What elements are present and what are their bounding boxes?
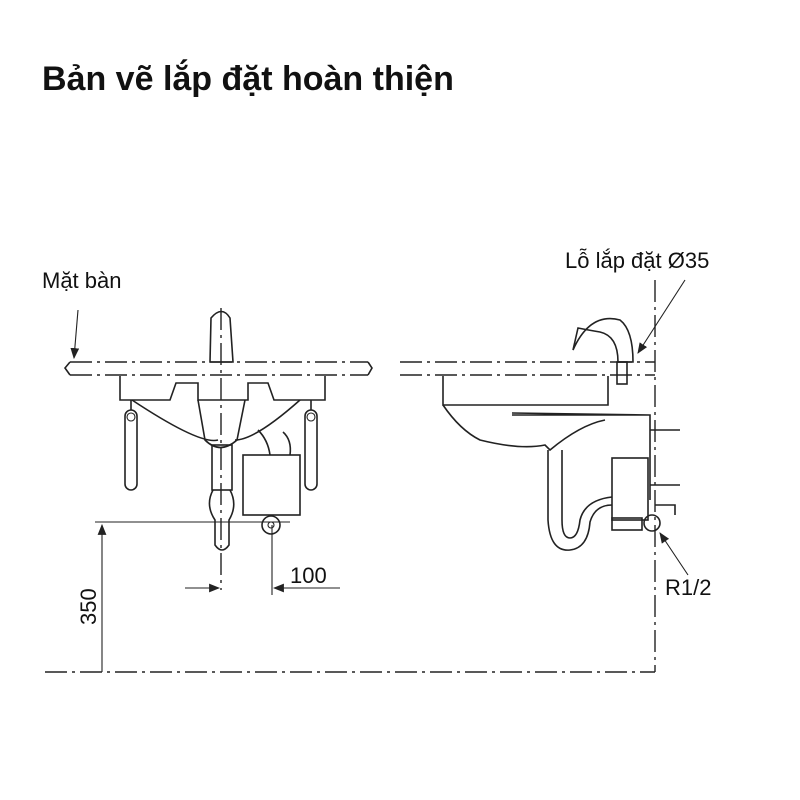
page-title: Bản vẽ lắp đặt hoàn thiện — [42, 60, 454, 98]
faucet-side — [572, 317, 634, 363]
thread-label: R1/2 — [665, 575, 711, 600]
front-view — [63, 308, 373, 672]
dim-height-label: 350 — [76, 588, 101, 625]
p-trap — [547, 450, 613, 551]
mounting-hole-label: Lỗ lắp đặt Ø35 — [565, 248, 709, 273]
mounting-hole-arrow — [637, 279, 686, 354]
control-box-side — [611, 457, 649, 521]
bracket-left — [124, 400, 138, 491]
countertop-arrow — [70, 309, 80, 360]
faucet-front — [209, 310, 234, 363]
thread-arrow — [659, 532, 689, 576]
countertop-line-side — [400, 361, 655, 376]
countertop-label: Mặt bàn — [42, 268, 122, 293]
countertop-line — [70, 361, 368, 376]
bracket-right — [304, 400, 318, 491]
basin-front — [119, 376, 326, 401]
dim-offset-label: 100 — [290, 563, 327, 588]
control-box-front — [242, 454, 301, 516]
side-view — [400, 279, 689, 576]
